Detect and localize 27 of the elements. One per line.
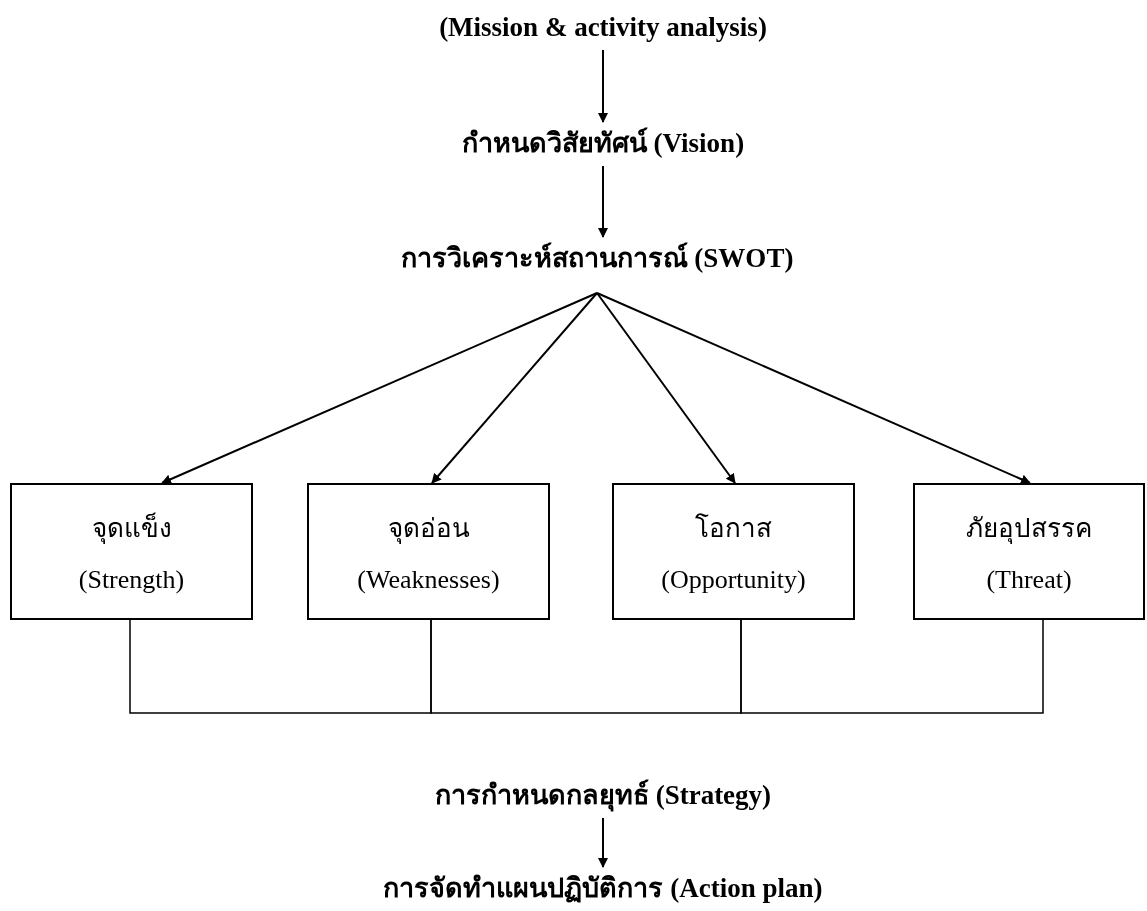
connector-line bbox=[129, 619, 432, 714]
connector-line bbox=[740, 619, 1044, 714]
box-subtitle: (Threat) bbox=[986, 565, 1072, 595]
arrow bbox=[598, 817, 608, 868]
process-box bbox=[307, 483, 550, 620]
process-box bbox=[612, 483, 855, 620]
box-title: จุดอ่อน bbox=[387, 513, 470, 546]
arrow bbox=[161, 292, 598, 484]
step-label: การกำหนดกลยุทธ์ (Strategy) bbox=[434, 778, 772, 812]
arrow bbox=[598, 49, 608, 123]
arrow bbox=[596, 292, 736, 484]
step-label: (Mission & activity analysis) bbox=[439, 10, 767, 44]
process-box bbox=[10, 483, 253, 620]
step-label: การจัดทำแผนปฏิบัติการ (Action plan) bbox=[383, 871, 823, 905]
box-subtitle: (Opportunity) bbox=[661, 565, 806, 595]
box-title: โอกาส bbox=[695, 512, 772, 545]
box-subtitle: (Weaknesses) bbox=[357, 565, 500, 595]
connector-line bbox=[430, 619, 742, 714]
box-title: จุดแข็ง bbox=[91, 511, 172, 546]
box-title: ภัยอุปสรรค bbox=[966, 513, 1092, 546]
box-subtitle: (Strength) bbox=[78, 565, 185, 595]
step-label: การวิเคราะห์สถานการณ์ (SWOT) bbox=[400, 241, 794, 275]
process-box bbox=[913, 483, 1145, 620]
arrow bbox=[596, 292, 1031, 484]
arrow bbox=[431, 292, 598, 484]
arrow bbox=[598, 165, 608, 238]
step-label: กำหนดวิสัยทัศน์ (Vision) bbox=[461, 126, 745, 160]
